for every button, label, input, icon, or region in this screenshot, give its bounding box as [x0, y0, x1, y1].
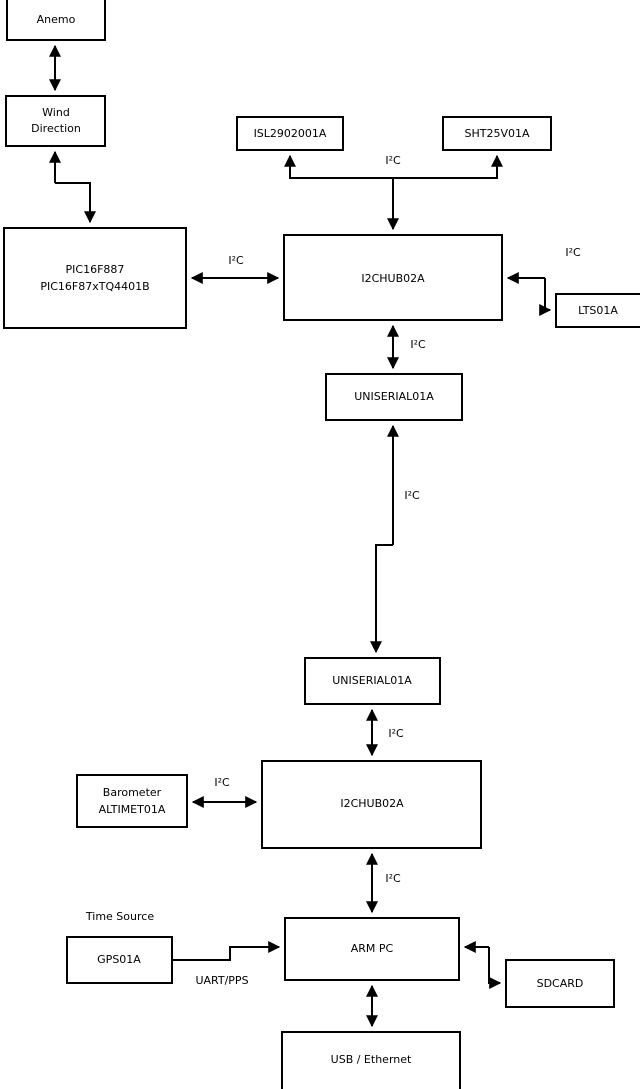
node-isl2902001a-box[interactable] — [236, 116, 344, 151]
node-i2chub02a-bottom-box[interactable] — [261, 760, 482, 849]
node-gps01a[interactable]: GPS01A — [66, 936, 173, 984]
node-gps01a-label: GPS01A — [97, 953, 141, 966]
node-sht25v01a[interactable]: SHT25V01A — [442, 116, 552, 151]
node-pic-box[interactable] — [3, 227, 187, 329]
connector-bus-to-sht — [393, 154, 503, 179]
node-usb-ethernet-box[interactable] — [281, 1031, 461, 1089]
node-wind-direction-label-line2: Direction — [31, 122, 81, 135]
edge-label-hub-top-to-lts: I²C — [565, 246, 581, 259]
node-usb-ethernet-label: USB / Ethernet — [331, 1053, 412, 1066]
edge-label-uniserial-bottom-to-hub-bottom: I²C — [388, 727, 404, 740]
node-uniserial01a-top-box[interactable] — [325, 373, 463, 421]
node-sdcard[interactable]: SDCARD — [505, 959, 615, 1008]
connector-uniserial-link-down — [370, 544, 393, 654]
node-barometer-label-line2: ALTIMET01A — [99, 803, 166, 816]
node-uniserial01a-top-label: UNISERIAL01A — [354, 390, 434, 403]
label-time-source: Time Source — [85, 910, 154, 923]
node-arm-pc-box[interactable] — [284, 917, 460, 981]
node-barometer-box[interactable] — [76, 774, 188, 828]
node-barometer[interactable]: Barometer ALTIMET01A — [76, 774, 188, 828]
node-uniserial01a-top[interactable]: UNISERIAL01A — [325, 373, 463, 421]
edge-label-gps-to-arm-pc: UART/PPS — [195, 974, 248, 987]
node-anemo[interactable]: Anemo — [6, 0, 106, 41]
node-wind-direction-box[interactable] — [5, 95, 106, 147]
edge-label-uniserial-link: I²C — [404, 489, 420, 502]
node-pic[interactable]: PIC16F887 PIC16F87xTQ4401B — [3, 227, 187, 329]
connector-gps-to-arm-pc — [172, 941, 281, 961]
node-wind-direction[interactable]: Wind Direction — [5, 95, 106, 147]
node-pic-label-line2: PIC16F87xTQ4401B — [40, 280, 149, 293]
connector-hub-top-to-lts — [539, 278, 552, 316]
node-anemo-label: Anemo — [37, 13, 76, 26]
node-i2chub02a-top-box[interactable] — [283, 234, 503, 321]
node-isl2902001a-label: ISL2902001A — [254, 127, 327, 140]
node-uniserial01a-bottom-box[interactable] — [304, 657, 441, 705]
node-anemo-box[interactable] — [6, 0, 106, 41]
node-sht25v01a-label: SHT25V01A — [464, 127, 529, 140]
node-sht25v01a-box[interactable] — [442, 116, 552, 151]
node-i2chub02a-bottom-label: I2CHUB02A — [340, 797, 404, 810]
node-isl2902001a[interactable]: ISL2902001A — [236, 116, 344, 151]
connector-bus-to-isl — [284, 154, 393, 179]
edge-label-hub-top-to-uniserial-top: I²C — [410, 338, 426, 351]
edge-label-sensors-to-hub-top: I²C — [385, 154, 401, 167]
connector-wind-direction-to-pic-down — [55, 182, 96, 224]
node-wind-direction-label-line1: Wind — [42, 106, 70, 119]
node-sdcard-label: SDCARD — [537, 977, 584, 990]
node-lts01a-label: LTS01A — [578, 304, 618, 317]
edge-label-hub-bottom-to-arm-pc: I²C — [385, 872, 401, 885]
node-arm-pc-label: ARM PC — [351, 942, 394, 955]
node-barometer-label-line1: Barometer — [103, 786, 162, 799]
node-uniserial01a-bottom[interactable]: UNISERIAL01A — [304, 657, 441, 705]
node-sdcard-box[interactable] — [505, 959, 615, 1008]
node-arm-pc[interactable]: ARM PC — [284, 917, 460, 981]
connector-arm-pc-to-sdcard — [488, 947, 502, 989]
node-i2chub02a-bottom[interactable]: I2CHUB02A — [261, 760, 482, 849]
node-gps01a-box[interactable] — [66, 936, 173, 984]
node-i2chub02a-top[interactable]: I2CHUB02A — [283, 234, 503, 321]
node-usb-ethernet[interactable]: USB / Ethernet — [281, 1031, 461, 1089]
node-uniserial01a-bottom-label: UNISERIAL01A — [332, 674, 412, 687]
edge-label-pic-to-hub-top: I²C — [228, 254, 244, 267]
node-lts01a-box[interactable] — [555, 293, 640, 328]
node-i2chub02a-top-label: I2CHUB02A — [361, 272, 425, 285]
node-lts01a[interactable]: LTS01A — [555, 293, 640, 328]
edge-label-barometer-to-hub-bottom: I²C — [214, 776, 230, 789]
node-pic-label-line1: PIC16F887 — [66, 263, 125, 276]
